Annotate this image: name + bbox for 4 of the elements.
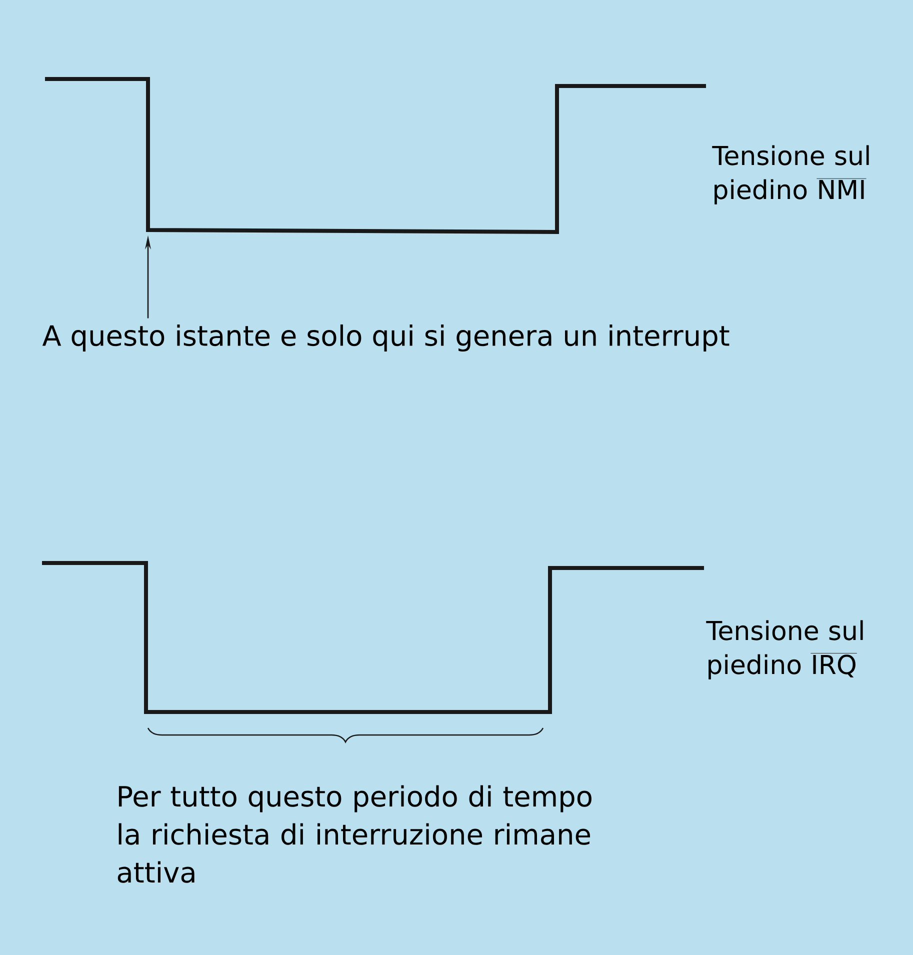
note-text: Per tutto questo periodo di tempo la richiesta di interruzione rimane attiva [118, 785, 592, 883]
caption-text: A questo istante e solo qui si genera un interrupt [42, 324, 730, 352]
pin-label: Tensione sul piedino IRQ [706, 620, 863, 680]
waveform [45, 77, 706, 234]
